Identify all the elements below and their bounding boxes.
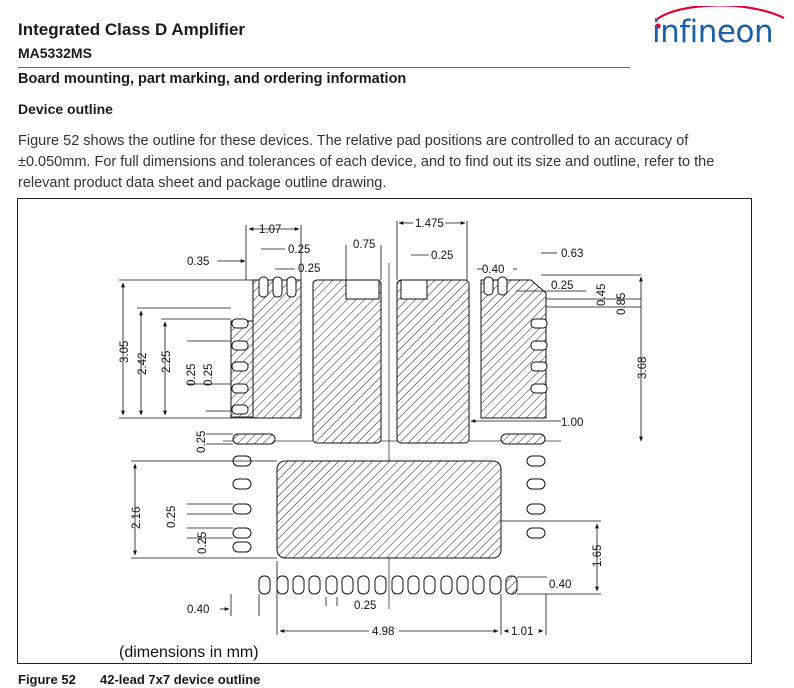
dimension-label: 4.98 bbox=[372, 626, 394, 638]
dimension-label: 1.65 bbox=[592, 545, 604, 567]
subsection-heading: Device outline bbox=[18, 101, 113, 117]
dimension-label: 0.25 bbox=[166, 506, 178, 528]
figure-caption-text: 42-lead 7x7 device outline bbox=[100, 672, 261, 687]
document-title: Integrated Class D Amplifier bbox=[18, 20, 246, 39]
dimension-label: 0.40 bbox=[187, 604, 209, 616]
dimension-label: 0.85 bbox=[616, 293, 628, 315]
pad-notch-small bbox=[345, 279, 380, 300]
pad-center-right bbox=[396, 279, 470, 444]
dimension-label: 1.07 bbox=[259, 224, 281, 236]
dimension-label: 1.475 bbox=[415, 218, 444, 230]
pad-center-left bbox=[312, 279, 382, 444]
dimension-label: 0.25 bbox=[298, 263, 320, 275]
pad-mid-left bbox=[232, 433, 276, 445]
logo-swoosh-icon bbox=[655, 6, 785, 29]
part-number: MA5332MS bbox=[18, 45, 92, 61]
infineon-logo: infineon bbox=[638, 6, 788, 60]
dimension-label: 2.25 bbox=[161, 351, 173, 373]
pad-column-bottom-left bbox=[232, 455, 252, 553]
dimension-label: 0.25 bbox=[288, 244, 310, 256]
dimension-label: 0.40 bbox=[482, 264, 504, 276]
dimension-label: 0.25 bbox=[354, 600, 376, 612]
dimension-label: 0.25 bbox=[203, 364, 215, 386]
dimension-lines bbox=[119, 221, 643, 635]
dimension-label: 0.45 bbox=[596, 284, 608, 306]
device-outline-drawing: 1.07 0.35 0.25 0.25 0.75 1.475 0.25 0.40… bbox=[119, 218, 649, 661]
pad-bottom-thermal bbox=[276, 460, 502, 559]
dimension-label: 1.00 bbox=[561, 417, 583, 429]
figure-caption: Figure 52 42-lead 7x7 device outline bbox=[18, 672, 260, 687]
figure-frame: 1.07 0.35 0.25 0.25 0.75 1.475 0.25 0.40… bbox=[17, 198, 752, 664]
dimension-label: 3.05 bbox=[119, 341, 131, 363]
intro-paragraph: Figure 52 shows the outline for these de… bbox=[18, 131, 758, 194]
dimension-label: 0.35 bbox=[187, 256, 209, 268]
paragraph-line: ±0.050mm. For full dimensions and tolera… bbox=[18, 154, 715, 170]
dimension-label: 3.68 bbox=[637, 357, 649, 379]
figure-number: Figure 52 bbox=[18, 672, 76, 687]
dimension-label: 0.25 bbox=[431, 250, 453, 262]
dimension-label: 0.75 bbox=[353, 239, 375, 251]
pad-block-top-right bbox=[480, 276, 548, 419]
dimension-label: 0.40 bbox=[549, 579, 571, 591]
pad-row-bottom bbox=[258, 575, 518, 595]
dimension-label: 0.63 bbox=[561, 248, 583, 260]
pad-notch-small bbox=[400, 279, 428, 300]
units-note: (dimensions in mm) bbox=[119, 644, 259, 661]
dimension-label: 0.25 bbox=[551, 280, 573, 292]
paragraph-line: Figure 52 shows the outline for these de… bbox=[18, 133, 689, 149]
dimension-label: 2.42 bbox=[137, 353, 149, 375]
dimension-label: 2.16 bbox=[131, 507, 143, 529]
logo-wordmark: infineon bbox=[652, 14, 774, 50]
pad-block-top-left bbox=[230, 276, 302, 419]
dimension-label: 0.25 bbox=[186, 364, 198, 386]
dimension-label: 0.25 bbox=[196, 431, 208, 453]
paragraph-line: relevant product data sheet and package … bbox=[18, 175, 387, 191]
pad-column-bottom-right bbox=[526, 455, 546, 539]
dimension-label: 0.25 bbox=[197, 532, 209, 554]
header-divider bbox=[18, 67, 630, 68]
dimension-label: 1.01 bbox=[511, 626, 533, 638]
section-heading: Board mounting, part marking, and orderi… bbox=[18, 71, 407, 87]
pad-mid-right bbox=[500, 433, 546, 445]
